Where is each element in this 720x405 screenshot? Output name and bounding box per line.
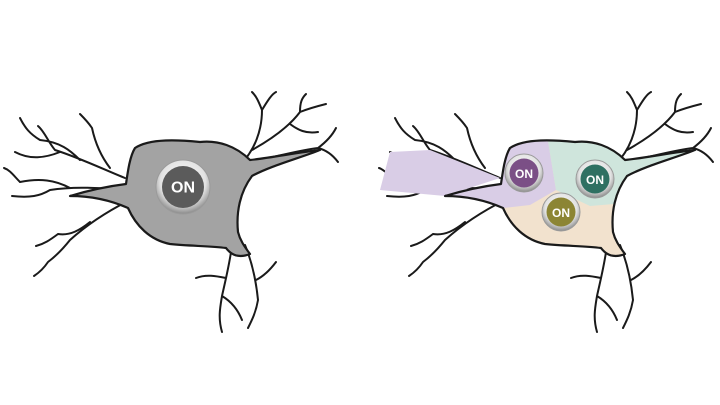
green-on-switch[interactable]: ON [575,159,615,199]
violet-on-label: ON [515,167,533,181]
olive-on-label: ON [552,206,570,220]
left-on-switch[interactable]: ON [155,159,211,215]
olive-on-switch[interactable]: ON [541,192,581,232]
green-on-label: ON [586,173,604,187]
left-on-label: ON [171,180,195,197]
violet-region [380,140,556,208]
left-neuron: ON [3,91,339,333]
right-neuron: ON ON ON [378,91,714,333]
violet-on-switch[interactable]: ON [504,153,544,193]
